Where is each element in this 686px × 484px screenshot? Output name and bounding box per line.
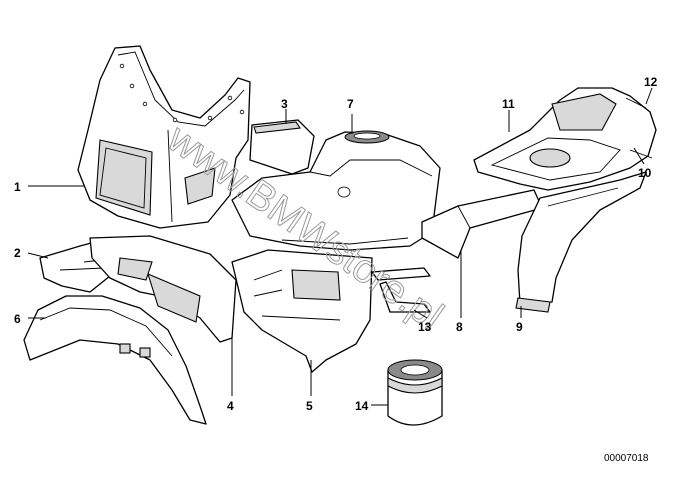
part-9-rear-fender [515,171,647,313]
callout-5: 5 [306,399,313,413]
callout-labels: 1 2 3 4 5 6 7 8 9 10 11 12 13 14 [14,75,658,413]
part-7-tank-cover [231,130,441,251]
callout-14: 14 [355,399,369,413]
part-4-side-panel [89,235,237,343]
part-13-trim-strips [371,267,431,313]
part-14-tape-roll [387,359,443,426]
callout-7: 7 [347,97,354,111]
callout-3: 3 [281,97,288,111]
part-11-seat-cowl [473,87,657,191]
callout-2: 2 [14,246,21,260]
callout-11: 11 [502,97,515,111]
part-3-side-cover [249,119,315,175]
callout-10: 10 [638,166,652,180]
part-5-center-panel [231,249,373,373]
callout-12: 12 [644,75,658,89]
callout-8: 8 [456,320,463,334]
callout-1: 1 [14,180,21,194]
part-1-front-fairing [77,45,251,229]
part-6-front-mudguard [23,295,207,425]
leader-lines [27,87,653,406]
callout-13: 13 [418,320,432,334]
reference-code: 00007018 [604,453,649,464]
part-8-air-duct [421,189,543,259]
callout-6: 6 [14,312,21,326]
callout-9: 9 [516,320,523,334]
callout-4: 4 [227,399,234,413]
